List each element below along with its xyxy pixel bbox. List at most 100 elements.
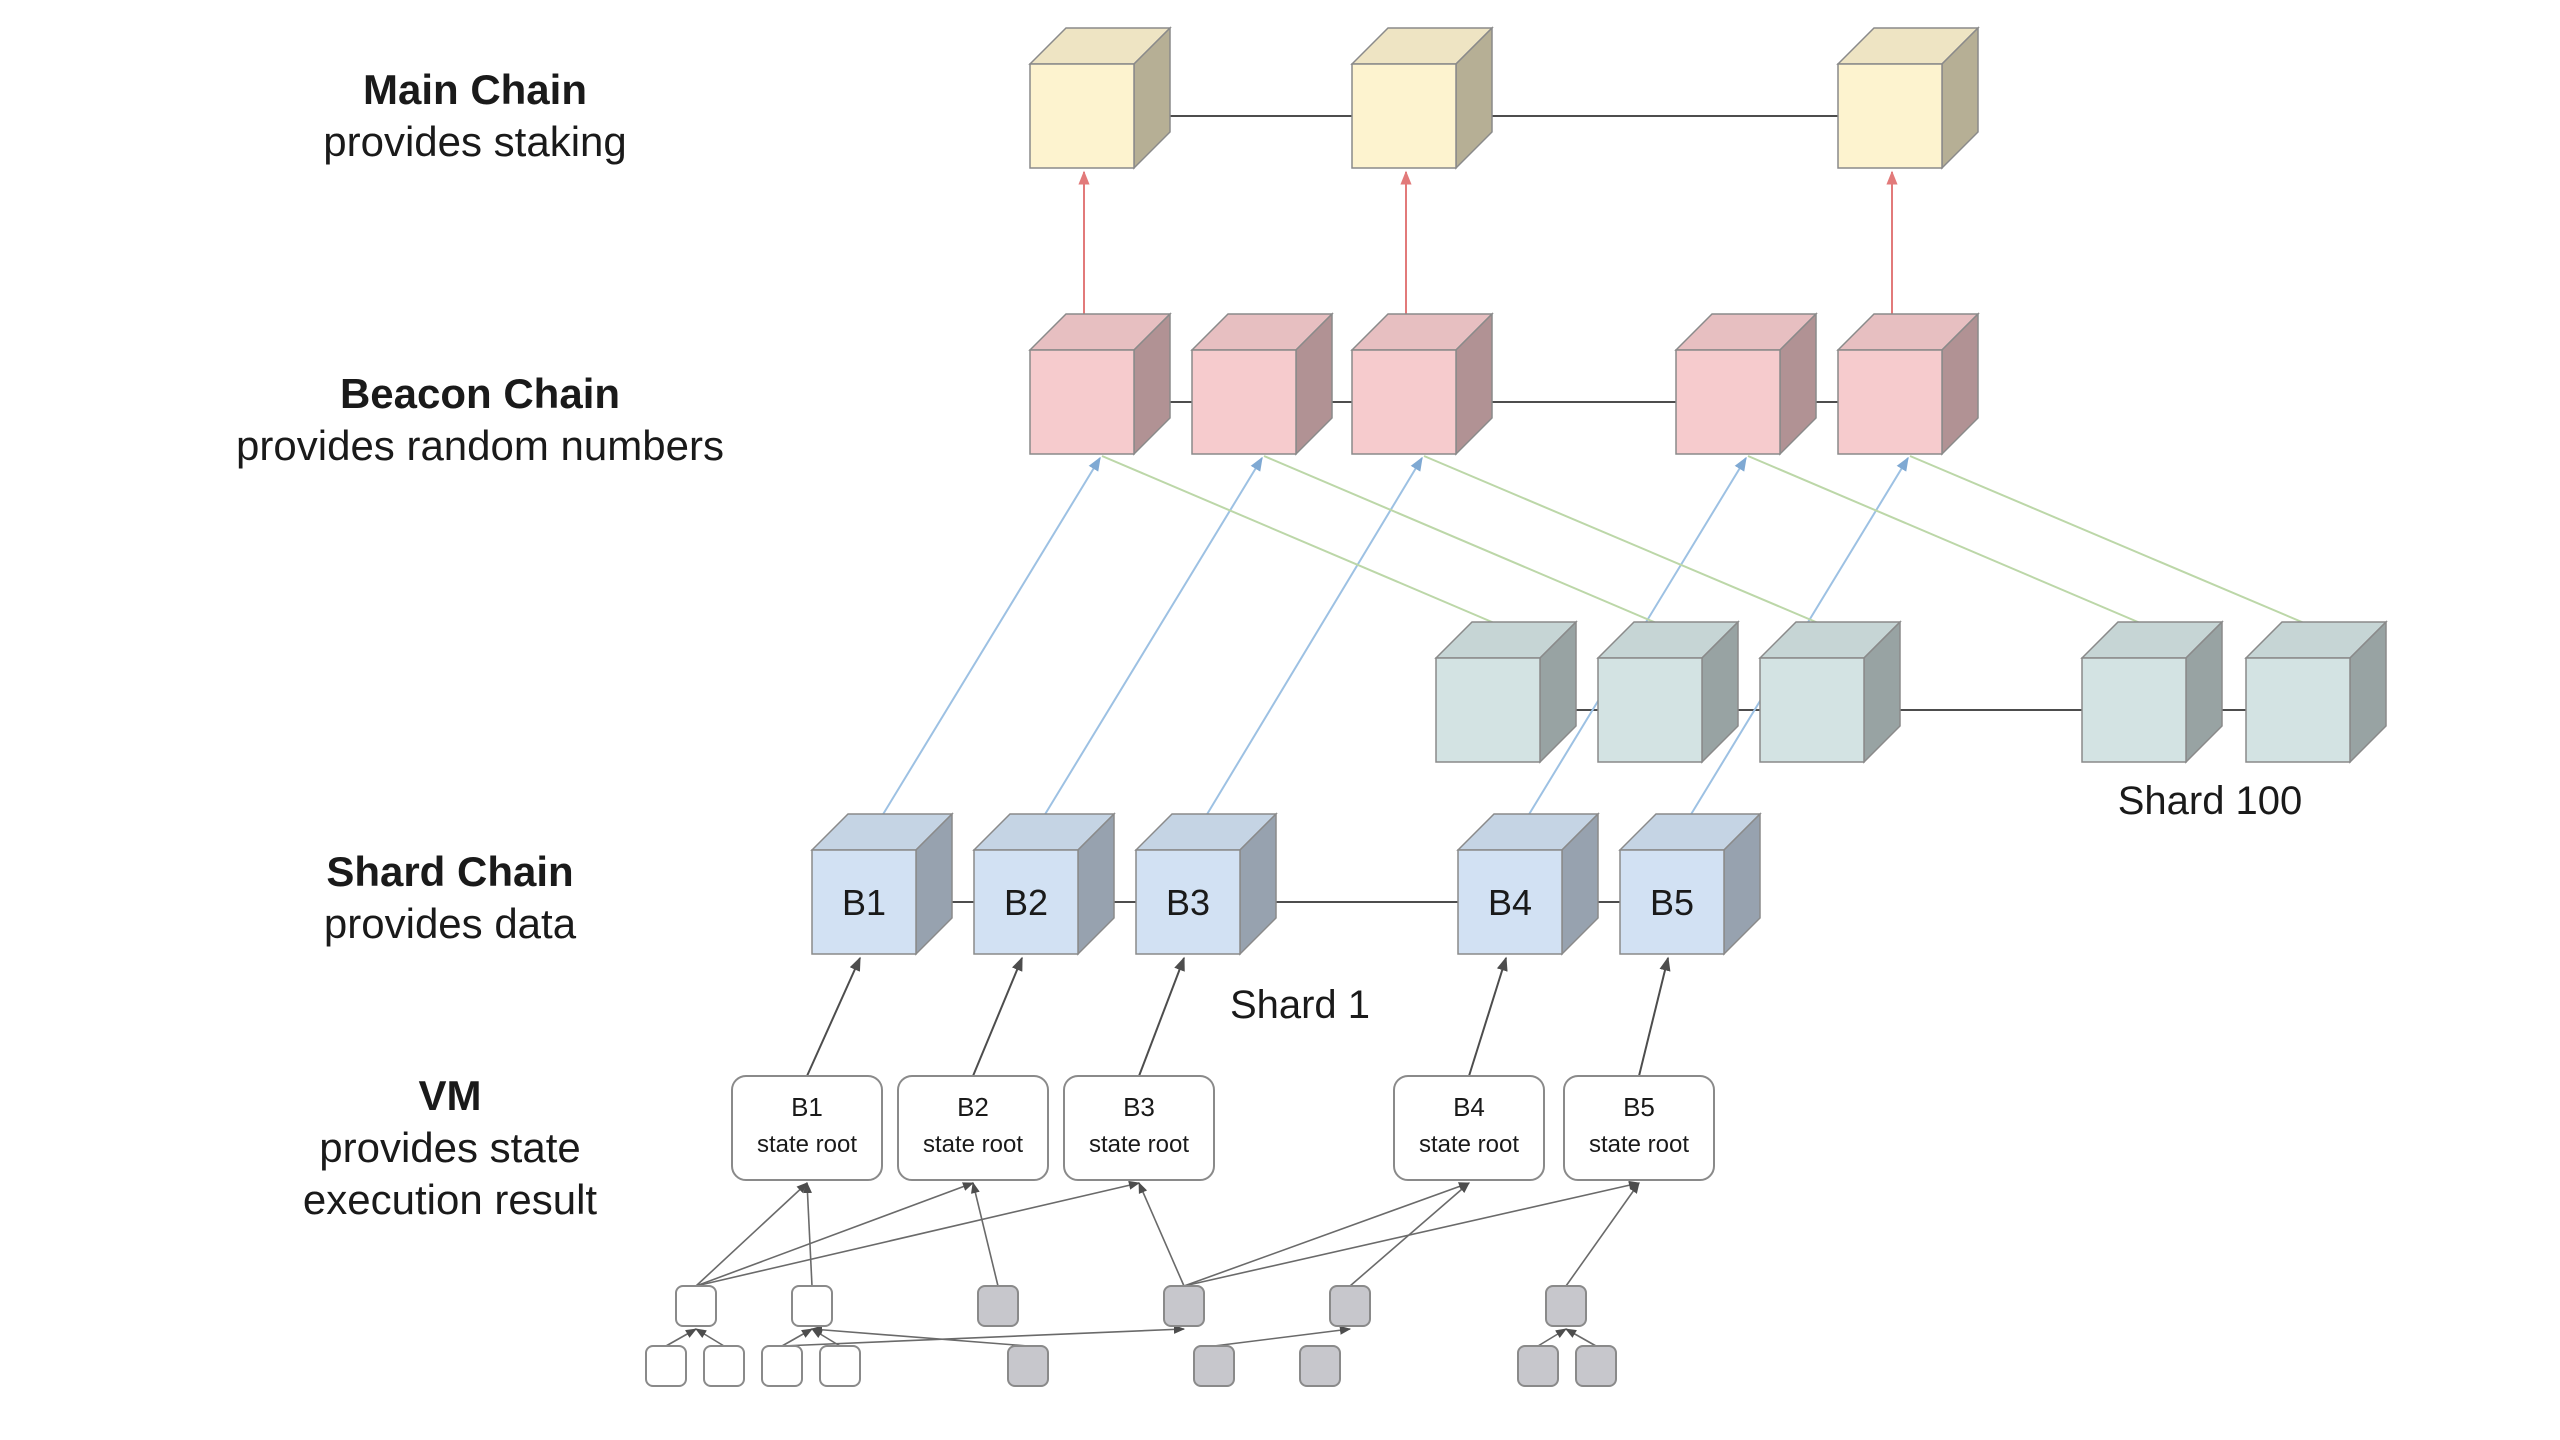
state-root-to-block-link-1 xyxy=(806,956,861,1077)
state-root-box-4: B4 state root xyxy=(1393,1075,1545,1181)
shard-block-label: B5 xyxy=(1650,882,1694,923)
shard-1-block-2: B2 xyxy=(972,812,1116,956)
tx-to-state-root-link-7 xyxy=(1183,1182,1471,1287)
tx-to-state-root-link-3 xyxy=(695,1182,975,1287)
tx-node-lower-3 xyxy=(761,1345,803,1387)
state-root-box-5: B5 state root xyxy=(1563,1075,1715,1181)
tx-node-upper-4 xyxy=(1163,1285,1205,1327)
tx-to-state-root-link-2 xyxy=(803,1181,813,1287)
tx-node-upper-5 xyxy=(1329,1285,1371,1327)
beacon-chain-block-4 xyxy=(1674,312,1818,456)
tx-to-tx-link-7 xyxy=(1213,1325,1352,1347)
state-root-to-block-link-3 xyxy=(1138,956,1185,1077)
shard-1-block-5: B5 xyxy=(1618,812,1762,956)
state-root-box-3: B3 state root xyxy=(1063,1075,1215,1181)
shard100-to-beacon-link-2 xyxy=(1263,455,1669,629)
state-root-to-block-link-4 xyxy=(1468,956,1508,1077)
tx-node-lower-1 xyxy=(645,1345,687,1387)
shard-1-block-1: B1 xyxy=(810,812,954,956)
shard-100-block-3 xyxy=(1758,620,1902,764)
vm-title: VM xyxy=(418,1072,482,1119)
state-root-to-block-link-2 xyxy=(972,956,1023,1077)
beacon-chain-subtitle: provides random numbers xyxy=(236,422,724,469)
vm-subtitle-2: execution result xyxy=(302,1176,598,1223)
main-chain-title: Main Chain xyxy=(362,66,587,113)
tx-node-lower-2 xyxy=(703,1345,745,1387)
main-chain-block-3 xyxy=(1836,26,1980,170)
state-root-label: state root xyxy=(1589,1131,1689,1158)
main-chain-block-1 xyxy=(1028,26,1172,170)
beacon-chain-block-1 xyxy=(1028,312,1172,456)
tx-node-upper-6 xyxy=(1545,1285,1587,1327)
shard1-to-beacon-link-2 xyxy=(1043,456,1263,817)
tx-to-state-root-link-6 xyxy=(1138,1181,1185,1287)
state-root-block-label: B1 xyxy=(791,1092,823,1122)
beacon-chain-title: Beacon Chain xyxy=(339,370,621,417)
tx-node-lower-7 xyxy=(1299,1345,1341,1387)
state-root-block-label: B3 xyxy=(1123,1092,1155,1122)
shard100-to-beacon-link-4 xyxy=(1747,455,2153,629)
shard-1-block-4: B4 xyxy=(1456,812,1600,956)
tx-node-upper-1 xyxy=(675,1285,717,1327)
shard-1-block-3: B3 xyxy=(1134,812,1278,956)
tx-to-tx-link-5 xyxy=(781,1324,1186,1347)
shard100-to-beacon-link-5 xyxy=(1909,455,2317,629)
shard-block-label: B1 xyxy=(842,882,886,923)
beacon-chain-block-5 xyxy=(1836,312,1980,456)
state-root-box-1: B1 state root xyxy=(731,1075,883,1181)
shard100-to-beacon-link-1 xyxy=(1101,455,1507,629)
beacon-chain-block-2 xyxy=(1190,312,1334,456)
shard-1-label: Shard 1 xyxy=(1230,983,1370,1027)
tx-to-state-root-link-5 xyxy=(971,1181,999,1287)
state-root-to-block-link-5 xyxy=(1638,956,1671,1077)
shard-block-label: B4 xyxy=(1488,882,1532,923)
beacon-chain-block-3 xyxy=(1350,312,1494,456)
tx-to-state-root-link-1 xyxy=(695,1182,808,1287)
state-root-block-label: B5 xyxy=(1623,1092,1655,1122)
shard-100-block-1 xyxy=(1434,620,1578,764)
state-root-block-label: B4 xyxy=(1453,1092,1485,1122)
state-root-label: state root xyxy=(923,1131,1023,1158)
shard100-to-beacon-link-3 xyxy=(1423,455,1831,629)
main-chain-block-2 xyxy=(1350,26,1494,170)
main-chain-subtitle: provides staking xyxy=(323,118,627,165)
tx-to-tx-link-9 xyxy=(1565,1328,1597,1347)
shard-chain-label: Shard Chain provides data xyxy=(300,846,600,950)
shard1-to-beacon-link-1 xyxy=(881,456,1101,817)
shard1-to-beacon-link-3 xyxy=(1205,456,1423,817)
tx-to-tx-link-3 xyxy=(781,1328,813,1347)
tx-node-lower-4 xyxy=(819,1345,861,1387)
state-root-label: state root xyxy=(1419,1131,1519,1158)
main-chain-label: Main Chain provides staking xyxy=(310,64,640,168)
vm-subtitle: provides state xyxy=(319,1124,581,1171)
vm-label: VM provides state execution result xyxy=(280,1070,620,1226)
shard-100-block-5 xyxy=(2244,620,2388,764)
tx-to-state-root-link-4 xyxy=(695,1180,1141,1287)
tx-node-lower-8 xyxy=(1517,1345,1559,1387)
tx-node-lower-6 xyxy=(1193,1345,1235,1387)
state-root-label: state root xyxy=(757,1131,857,1158)
shard-chain-title: Shard Chain xyxy=(326,848,574,895)
tx-node-upper-3 xyxy=(977,1285,1019,1327)
tx-node-lower-9 xyxy=(1575,1345,1617,1387)
tx-to-state-root-link-10 xyxy=(1565,1182,1640,1287)
beacon-chain-label: Beacon Chain provides random numbers xyxy=(210,368,750,472)
shard-100-label: Shard 100 xyxy=(2118,779,2303,823)
tx-to-tx-link-8 xyxy=(1537,1328,1567,1347)
shard-100-block-2 xyxy=(1596,620,1740,764)
tx-node-upper-2 xyxy=(791,1285,833,1327)
tx-to-tx-link-1 xyxy=(665,1328,697,1347)
tx-node-lower-5 xyxy=(1007,1345,1049,1387)
shard-100-block-4 xyxy=(2080,620,2224,764)
state-root-box-2: B2 state root xyxy=(897,1075,1049,1181)
tx-to-state-root-link-9 xyxy=(1349,1182,1470,1287)
state-root-label: state root xyxy=(1089,1131,1189,1158)
tx-to-tx-link-2 xyxy=(695,1328,725,1347)
shard-block-label: B2 xyxy=(1004,882,1048,923)
tx-to-state-root-link-8 xyxy=(1183,1180,1641,1287)
shard-block-label: B3 xyxy=(1166,882,1210,923)
state-root-block-label: B2 xyxy=(957,1092,989,1122)
tx-to-tx-link-6 xyxy=(810,1325,1029,1347)
